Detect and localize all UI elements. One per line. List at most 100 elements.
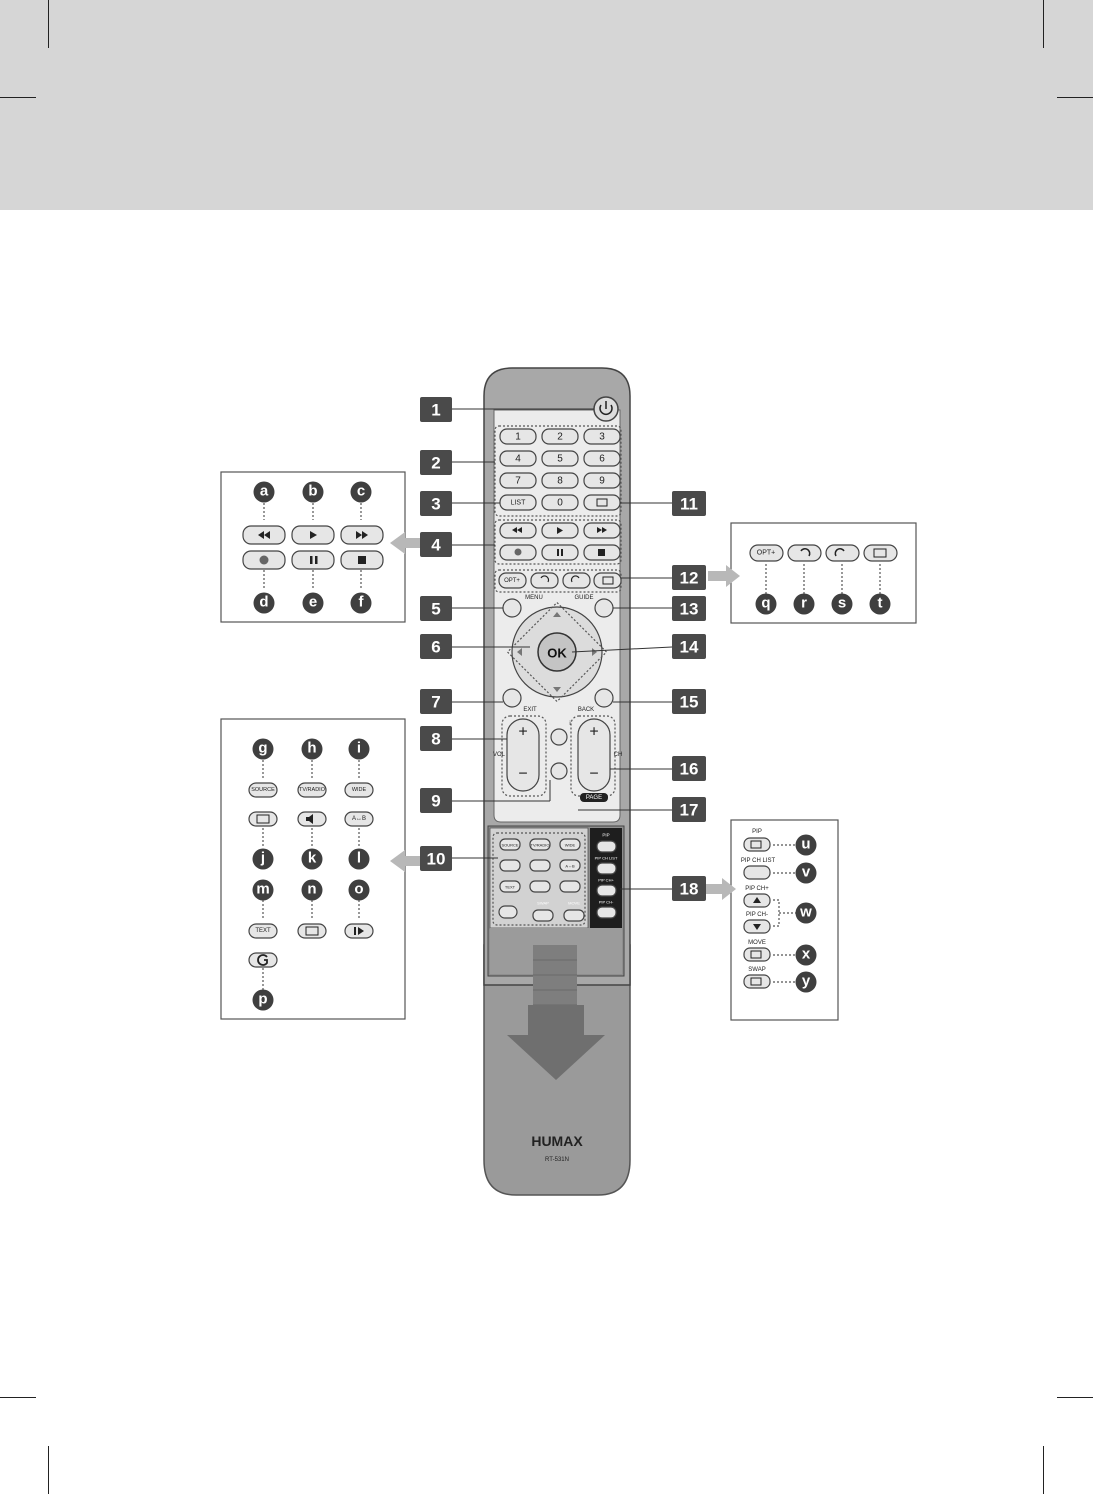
- callout-17: 17: [672, 797, 706, 822]
- volume-rocker[interactable]: [506, 718, 540, 792]
- opt-label: OPT+: [757, 550, 775, 557]
- lower-keys-panel-content: SOURCE TV/RADIO WIDE A↔B TEXT: [248, 760, 374, 990]
- info-button[interactable]: [550, 728, 568, 746]
- slow-button[interactable]: [559, 880, 581, 893]
- svg-text:l: l: [357, 850, 361, 867]
- letter-g: g: [252, 738, 274, 760]
- pause-button[interactable]: [541, 544, 579, 561]
- back-label: BACK: [578, 707, 594, 713]
- redo-button[interactable]: [825, 544, 860, 562]
- num-button[interactable]: [541, 428, 579, 445]
- opt-button[interactable]: [749, 544, 784, 562]
- undo-button[interactable]: [787, 544, 822, 562]
- pip-ch-list-label: PIP CH LIST: [595, 856, 618, 861]
- ch-minus: −: [589, 766, 598, 783]
- teletext-list-button[interactable]: [297, 923, 327, 939]
- exit-button[interactable]: [502, 688, 522, 708]
- subtitle-button[interactable]: [499, 859, 521, 872]
- num-button[interactable]: [583, 428, 621, 445]
- opt-button[interactable]: [498, 572, 527, 589]
- undo-button[interactable]: [530, 572, 559, 589]
- page-label: PAGE: [586, 795, 602, 801]
- record-icon: [514, 548, 522, 556]
- tvradio-button[interactable]: [297, 782, 327, 798]
- guide-button[interactable]: [594, 598, 614, 618]
- menu-button[interactable]: [502, 598, 522, 618]
- pause-icon: [557, 549, 563, 556]
- audio-icon: [306, 814, 313, 824]
- source-button[interactable]: [499, 838, 521, 851]
- subtitle-button[interactable]: [248, 811, 278, 827]
- pip-button[interactable]: [743, 837, 771, 852]
- wide-label: WIDE: [352, 787, 367, 793]
- num-button[interactable]: [499, 450, 537, 467]
- pip-icon: [750, 840, 762, 849]
- g-button[interactable]: [498, 905, 518, 919]
- redo-button[interactable]: [562, 572, 591, 589]
- text-button[interactable]: [248, 923, 278, 939]
- svg-text:5: 5: [431, 600, 440, 619]
- teletext-list-button-small[interactable]: [529, 880, 551, 893]
- num-button[interactable]: [541, 472, 579, 489]
- slide-down-arrow: [507, 1005, 605, 1080]
- svg-text:f: f: [359, 594, 365, 611]
- num-button[interactable]: [499, 472, 537, 489]
- move-button[interactable]: [563, 909, 585, 922]
- teletext-list-button[interactable]: [583, 494, 621, 511]
- svg-text:14: 14: [680, 638, 699, 657]
- pip-ch-minus-button[interactable]: [596, 906, 617, 919]
- letter-u: u: [795, 834, 817, 856]
- g-button[interactable]: [248, 952, 278, 968]
- tvradio-button[interactable]: [529, 838, 551, 851]
- svg-text:d: d: [259, 594, 268, 611]
- text-button[interactable]: [499, 880, 521, 893]
- audio-button[interactable]: [529, 859, 551, 872]
- pip-button[interactable]: [596, 840, 617, 853]
- wide-button[interactable]: [344, 782, 374, 798]
- redo-icon: [570, 575, 580, 583]
- pip-ch-list-button[interactable]: [743, 865, 771, 880]
- svg-text:4: 4: [431, 536, 441, 555]
- channel-rocker[interactable]: [577, 718, 611, 792]
- wide-button[interactable]: [559, 838, 581, 851]
- up-arrow: [553, 612, 561, 617]
- svg-text:1: 1: [431, 401, 440, 420]
- crop-mark: [1043, 1446, 1044, 1494]
- back-button[interactable]: [594, 688, 614, 708]
- num-button[interactable]: [541, 450, 579, 467]
- down-arrow: [553, 687, 561, 692]
- teletext-button[interactable]: [863, 544, 898, 562]
- teletext-button[interactable]: [593, 572, 622, 589]
- power-button[interactable]: [593, 396, 619, 422]
- svg-text:9: 9: [431, 792, 440, 811]
- num-label: 4: [515, 454, 521, 465]
- pip-ch-plus-button[interactable]: [596, 884, 617, 897]
- swap-button[interactable]: [532, 909, 554, 922]
- pause-button[interactable]: [291, 550, 335, 570]
- ch-outline: [570, 715, 616, 797]
- mute-button[interactable]: [550, 762, 568, 780]
- letter-f: f: [350, 592, 372, 614]
- letter-n: n: [301, 879, 323, 901]
- fast-forward-icon: [356, 531, 368, 539]
- num-label: 5: [557, 454, 563, 465]
- ab-button[interactable]: [344, 811, 374, 827]
- num-button[interactable]: [583, 472, 621, 489]
- letter-l: l: [348, 848, 370, 870]
- ab-button[interactable]: [559, 859, 581, 872]
- num-button[interactable]: [499, 428, 537, 445]
- source-label: SOURCE: [251, 787, 275, 793]
- source-button[interactable]: [248, 782, 278, 798]
- pip-ch-list-button[interactable]: [596, 862, 617, 875]
- undo-icon: [540, 575, 550, 583]
- num-button[interactable]: [583, 450, 621, 467]
- teletext-list-icon: [602, 576, 614, 585]
- arrow-to-pip-panel: [706, 878, 736, 900]
- move-button[interactable]: [743, 947, 771, 962]
- svg-text:x: x: [802, 946, 811, 963]
- num-button[interactable]: [541, 494, 579, 511]
- swap-button[interactable]: [743, 974, 771, 989]
- svg-text:t: t: [878, 595, 883, 612]
- svg-text:6: 6: [431, 638, 440, 657]
- letter-o: o: [348, 879, 370, 901]
